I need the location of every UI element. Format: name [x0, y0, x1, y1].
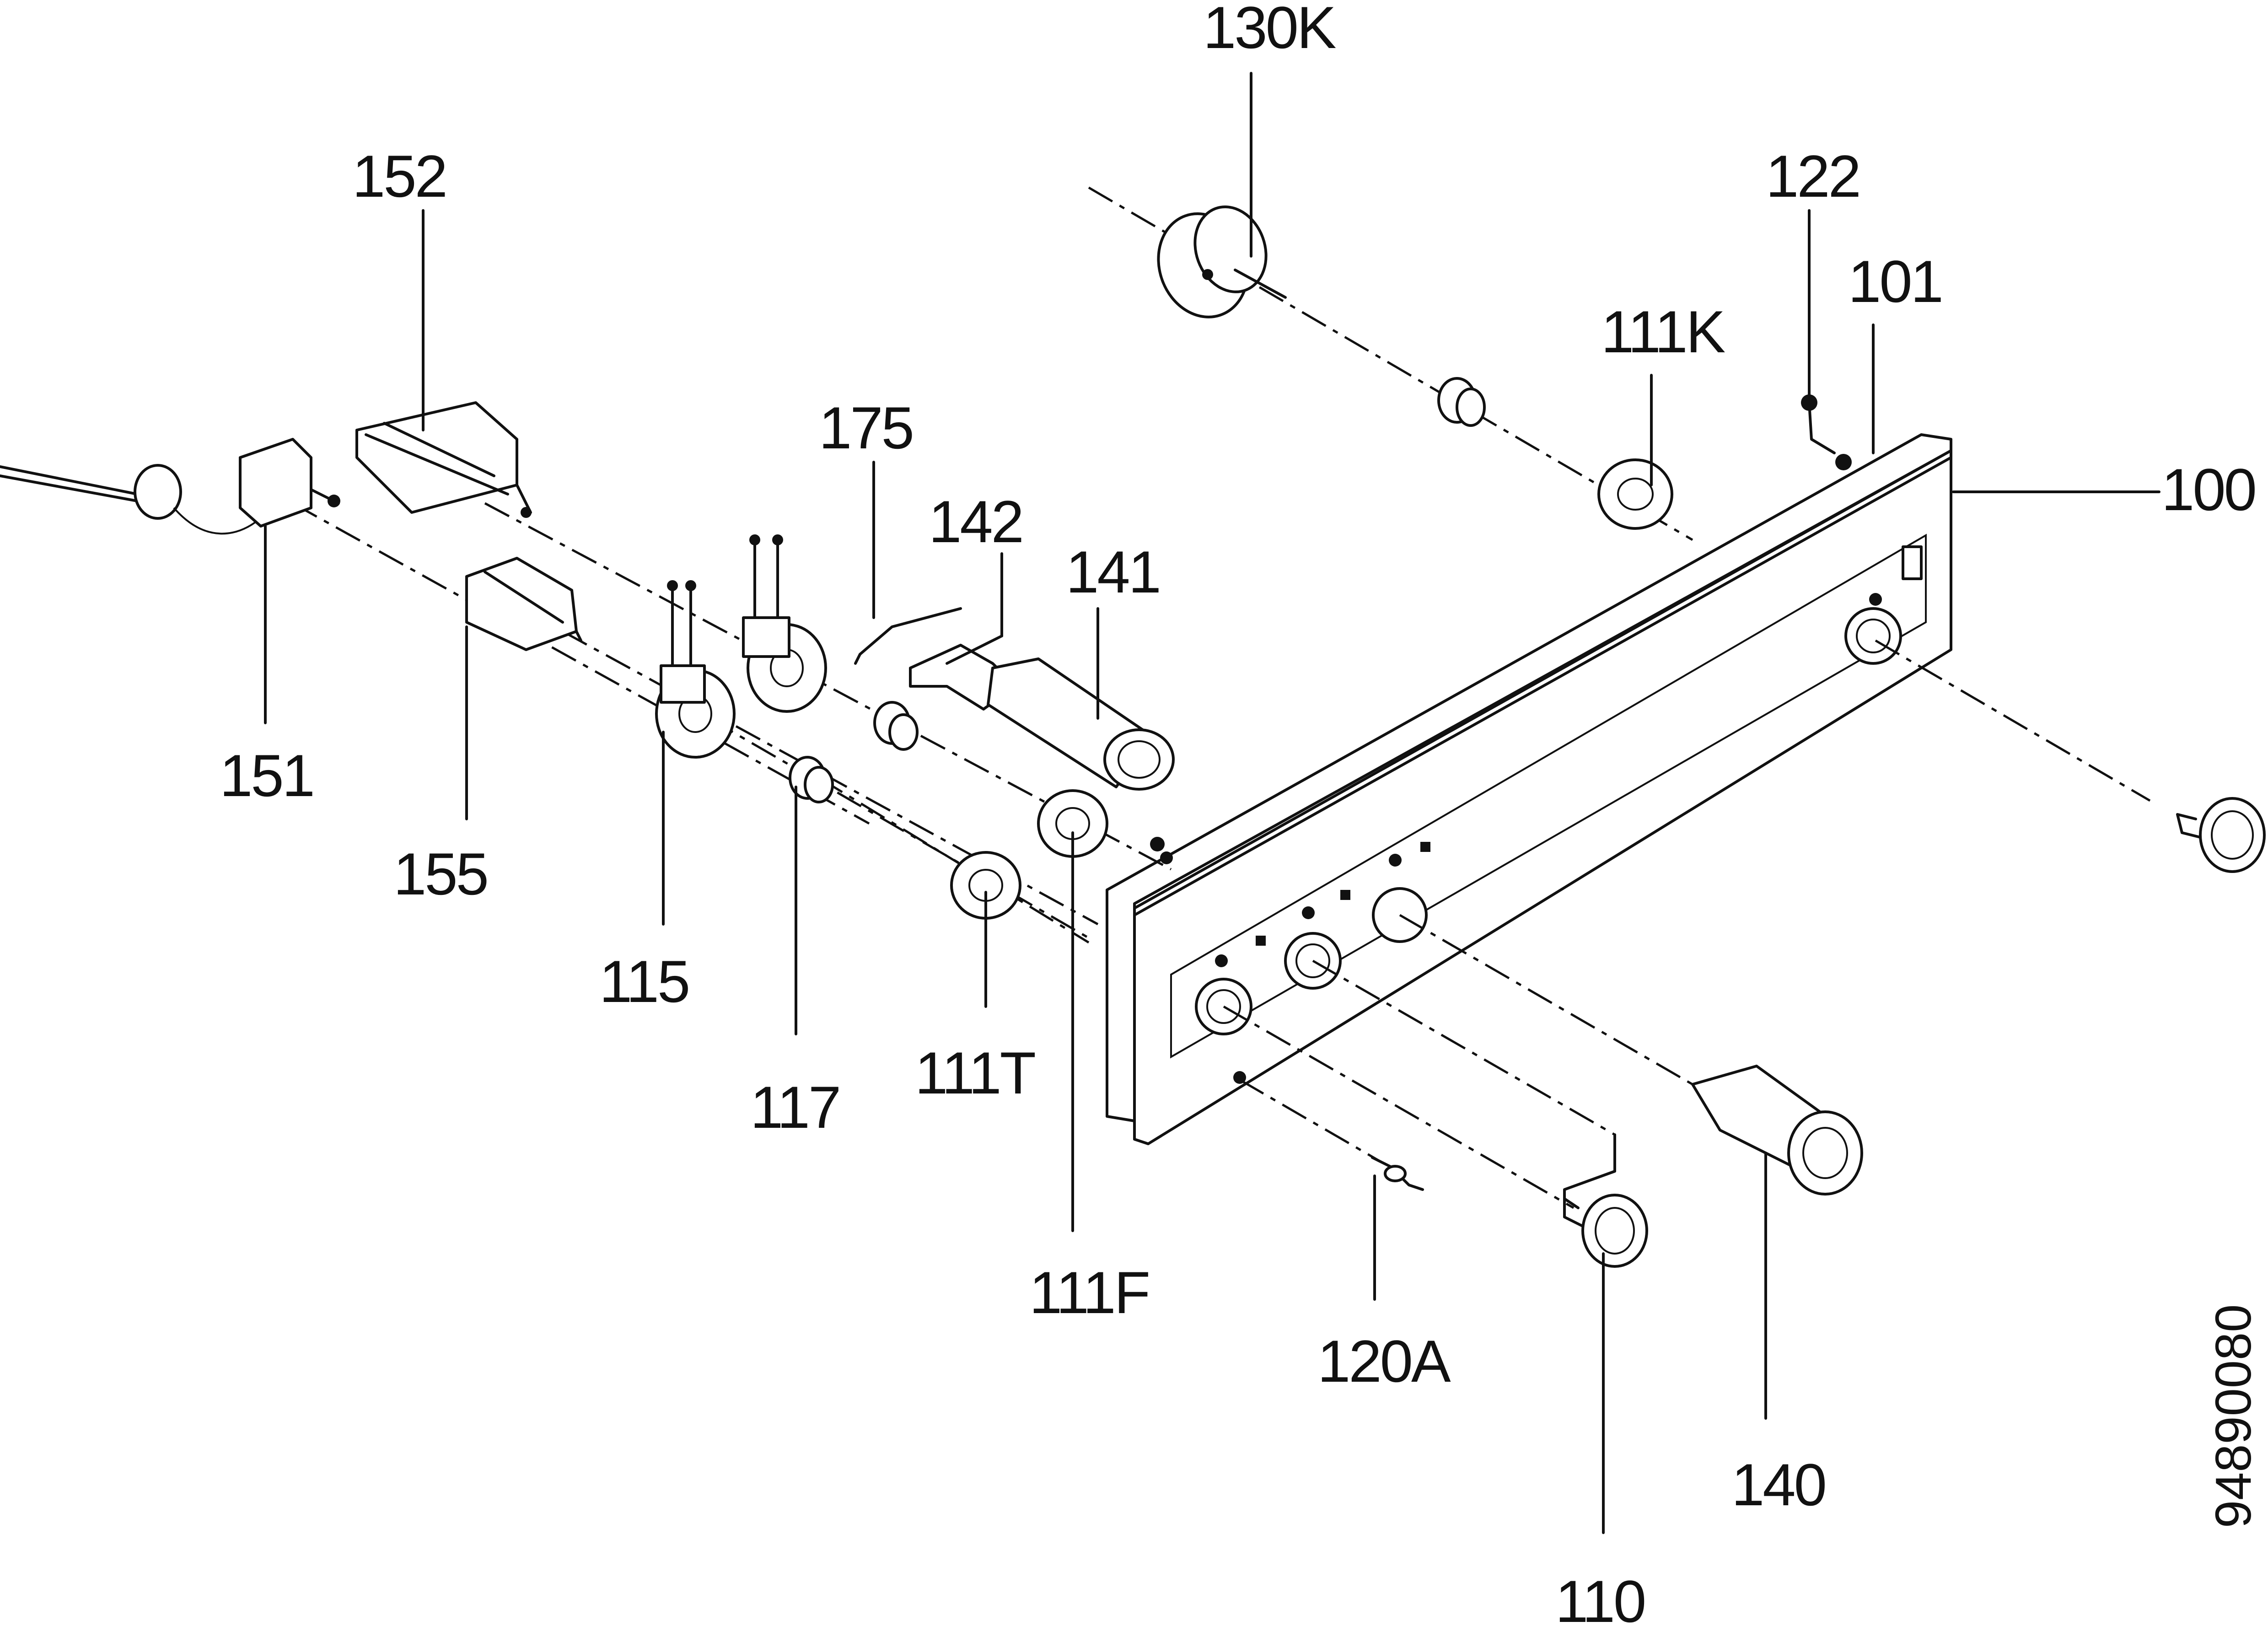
- label-141: 141: [1066, 539, 1160, 605]
- part-141-lamp: [987, 657, 1175, 791]
- label-111T: 111T: [915, 1040, 1035, 1106]
- part-111K-bezel: [1597, 458, 1673, 530]
- part-sleeve-2: [873, 701, 919, 751]
- label-101: 101: [1848, 248, 1942, 315]
- drawing-code: 94890080: [2205, 1304, 2262, 1528]
- part-117-sleeve: [789, 756, 834, 803]
- label-130K: 130K: [1203, 0, 1336, 61]
- label-117: 117: [750, 1074, 839, 1141]
- leader-lines: [264, 72, 2161, 1534]
- label-151: 151: [220, 742, 313, 809]
- label-111F: 111F: [1029, 1259, 1149, 1326]
- control-panel: [1106, 433, 1952, 1145]
- label-115: 115: [599, 948, 688, 1015]
- label-122: 122: [1766, 143, 1860, 210]
- label-110: 110: [1555, 1568, 1645, 1632]
- label-155: 155: [393, 840, 487, 907]
- part-labels: 130K 152 122 101 111K 100 175 142 141 15…: [220, 0, 2262, 1632]
- label-111K: 111K: [1601, 298, 1725, 365]
- label-120A: 120A: [1317, 1328, 1451, 1395]
- part-140-pilot-lamp: [1691, 1065, 1863, 1196]
- part-110-knob: [1563, 1133, 1648, 1268]
- label-100: 100: [2161, 456, 2255, 523]
- part-sleeve: [1437, 377, 1486, 427]
- part-122-screw: [1801, 394, 1836, 454]
- part-155-terminal: [465, 557, 582, 651]
- label-175: 175: [819, 394, 913, 461]
- part-130K-thermostat: [1157, 205, 1287, 318]
- part-switch-secondary: [742, 534, 827, 713]
- part-pin: [1150, 837, 1173, 864]
- label-142: 142: [929, 488, 1022, 555]
- part-151-regulator: [0, 438, 340, 535]
- part-175-wire: [854, 607, 962, 665]
- part-knob-right: [2176, 797, 2266, 873]
- label-152: 152: [352, 143, 446, 210]
- part-152-switch: [355, 401, 532, 518]
- label-140: 140: [1731, 1451, 1825, 1518]
- part-120A-clip: [1371, 1156, 1424, 1191]
- part-115-switch: [655, 580, 736, 759]
